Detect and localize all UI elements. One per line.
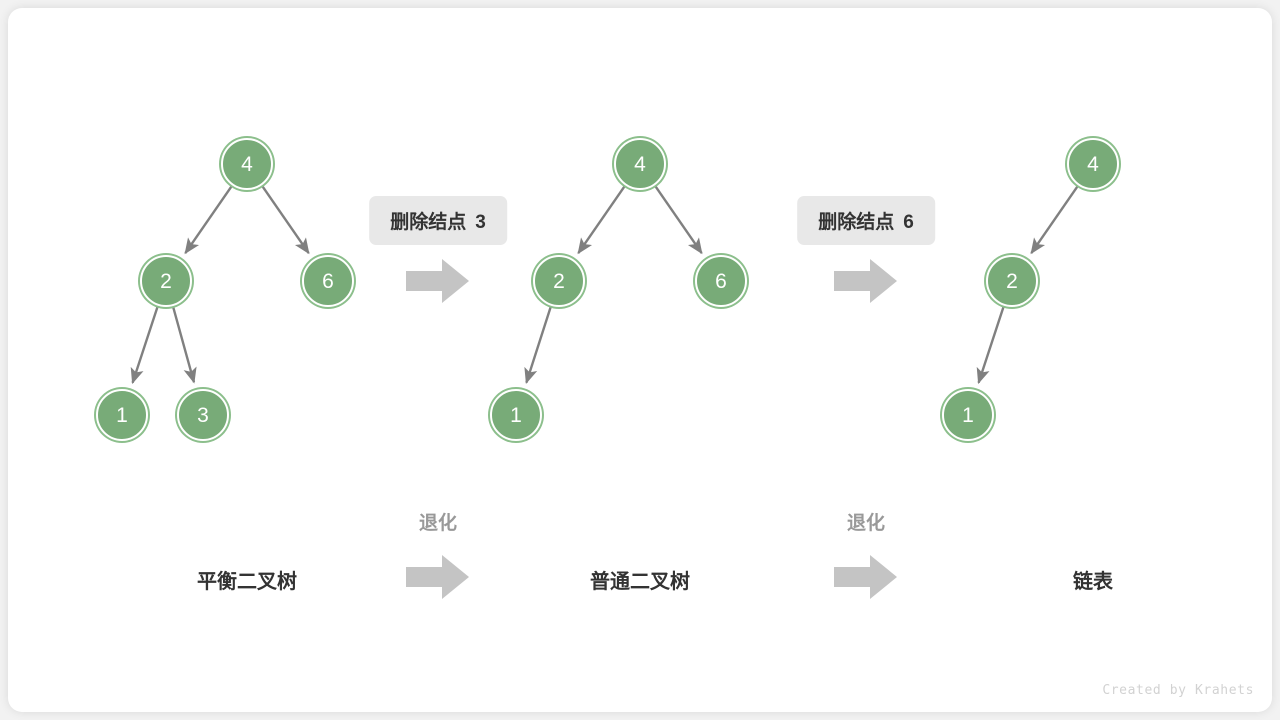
op-delete-6: 删除结点 6 xyxy=(797,196,935,245)
tree-node-label: 2 xyxy=(1006,269,1018,293)
tree-node-label: 2 xyxy=(553,269,565,293)
tree-node-2: 2 xyxy=(533,255,585,307)
tree-node-4: 4 xyxy=(614,138,666,190)
tree-node-label: 4 xyxy=(634,152,646,176)
tree-node-4: 4 xyxy=(221,138,273,190)
tree-node-label: 6 xyxy=(715,269,727,293)
watermark: Created by Krahets xyxy=(1102,683,1254,698)
arrow-top-1 xyxy=(406,258,470,304)
tree-node-label: 4 xyxy=(241,152,253,176)
op-delete-3: 删除结点 3 xyxy=(369,196,507,245)
tree-node-label: 3 xyxy=(197,403,209,427)
tree-node-1: 1 xyxy=(96,389,148,441)
arrow-bottom-1 xyxy=(406,554,470,600)
tree-node-label: 2 xyxy=(160,269,172,293)
operation-value: 3 xyxy=(475,212,486,233)
tree-node-1: 1 xyxy=(942,389,994,441)
caption-3: 链表 xyxy=(1073,571,1113,593)
tree-node-label: 1 xyxy=(116,403,128,427)
tree-node-label: 1 xyxy=(962,403,974,427)
tree-node-4: 4 xyxy=(1067,138,1119,190)
tree-node-label: 1 xyxy=(510,403,522,427)
tree-node-2: 2 xyxy=(986,255,1038,307)
sublabel-1: 退化 xyxy=(418,513,458,534)
sublabel-2: 退化 xyxy=(846,513,886,534)
tree-node-label: 4 xyxy=(1087,152,1099,176)
tree-node-2: 2 xyxy=(140,255,192,307)
arrow-top-2 xyxy=(834,258,898,304)
tree-node-1: 1 xyxy=(490,389,542,441)
diagram-canvas xyxy=(8,8,1272,712)
tree-node-6: 6 xyxy=(695,255,747,307)
caption-2: 普通二叉树 xyxy=(590,571,690,593)
operation-label: 删除结点 xyxy=(818,212,895,233)
tree-node-3: 3 xyxy=(177,389,229,441)
operation-label: 删除结点 xyxy=(390,212,467,233)
arrow-bottom-2 xyxy=(834,554,898,600)
caption-1: 平衡二叉树 xyxy=(197,571,297,593)
tree-node-6: 6 xyxy=(302,255,354,307)
operation-value: 6 xyxy=(903,212,914,233)
tree-node-label: 6 xyxy=(322,269,334,293)
